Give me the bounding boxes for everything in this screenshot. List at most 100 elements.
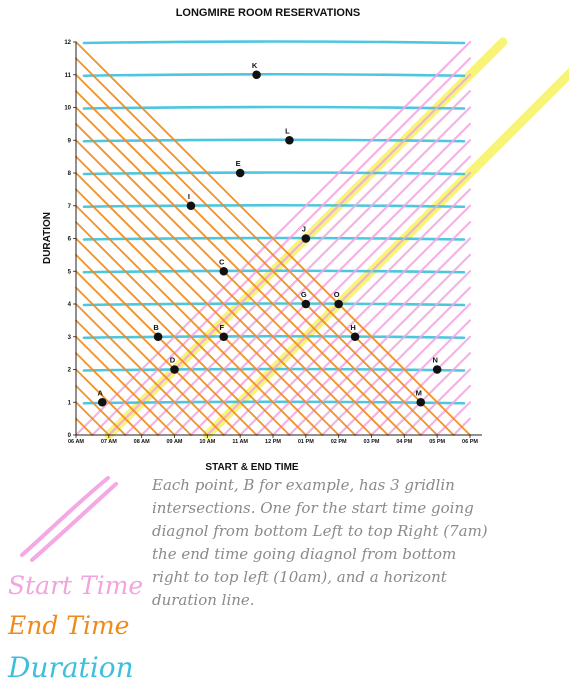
end-time-line — [75, 253, 258, 436]
point-k — [252, 70, 261, 80]
x-tick-label: 10 AM — [199, 439, 215, 445]
y-tick-label: 5 — [68, 269, 72, 275]
end-time-line — [75, 319, 192, 436]
end-time-line — [75, 352, 160, 436]
point-label: F — [219, 323, 224, 332]
end-time-line — [75, 417, 94, 436]
y-tick-label: 7 — [68, 204, 72, 210]
end-time-line — [75, 237, 274, 436]
duration-line — [82, 138, 466, 143]
point-label: O — [334, 290, 340, 299]
point-e — [235, 168, 245, 178]
point-label: I — [188, 192, 190, 201]
point-m — [416, 397, 426, 407]
annotation-line: Each point, B for example, has 3 gridlin — [152, 476, 455, 494]
point-l — [285, 135, 294, 145]
annotation-note: Each point, B for example, has 3 gridlin… — [152, 474, 564, 612]
end-time-lines — [75, 41, 471, 436]
x-tick-label: 04 PM — [396, 439, 412, 445]
y-tick-label: 0 — [68, 433, 72, 439]
legend-duration: Duration — [8, 651, 134, 684]
end-time-line — [75, 270, 242, 436]
legend-start-time: Start Time — [8, 571, 144, 600]
y-tick-label: 4 — [68, 302, 72, 308]
annotation-line: intersections. One for the start time go… — [152, 499, 474, 517]
point-i — [186, 201, 196, 211]
duration-line — [82, 40, 466, 45]
point-f — [219, 332, 229, 342]
point-j — [301, 234, 311, 243]
point-label: G — [301, 290, 307, 299]
annotation-line: right to top left (10am), and a horizont — [152, 568, 447, 586]
point-label: H — [350, 323, 355, 332]
point-g — [301, 299, 311, 309]
point-h — [350, 332, 360, 342]
end-time-line — [75, 155, 357, 436]
point-label: K — [252, 61, 258, 70]
end-time-line — [75, 303, 209, 436]
duration-line — [82, 72, 466, 78]
legend-end-time: End Time — [8, 611, 130, 640]
annotation-line: diagnol from bottom Left to top Right (7… — [152, 522, 488, 540]
end-time-line — [75, 368, 143, 436]
y-tick-label: 12 — [64, 40, 71, 46]
y-tick-label: 1 — [68, 400, 72, 406]
y-tick-label: 8 — [68, 171, 72, 177]
point-b — [153, 332, 163, 342]
point-label: D — [170, 356, 176, 365]
y-tick-label: 6 — [68, 237, 72, 243]
duration-line — [82, 105, 466, 110]
end-time-line — [75, 106, 406, 436]
point-label: B — [153, 323, 159, 332]
point-label: M — [416, 388, 422, 397]
axes — [73, 41, 482, 438]
end-time-line — [75, 41, 471, 436]
x-tick-label: 07 AM — [101, 439, 117, 445]
annotation-line: the end time going diagnol from bottom — [152, 545, 457, 563]
y-tick-label: 9 — [68, 138, 72, 144]
end-time-line — [75, 172, 340, 436]
x-tick-label: 09 AM — [167, 439, 183, 445]
x-tick-label: 06 AM — [68, 439, 84, 445]
y-axis-label: DURATION — [42, 212, 53, 264]
end-time-line — [75, 335, 176, 436]
annotation-line: duration line. — [152, 591, 255, 609]
x-axis-label: START & END TIME — [205, 462, 298, 473]
x-tick-label: 01 PM — [298, 439, 314, 445]
y-tick-label: 2 — [68, 368, 72, 374]
y-tick-label: 10 — [64, 106, 71, 112]
y-tick-label: 11 — [65, 73, 72, 79]
chart-title: LONGMIRE ROOM RESERVATIONS — [176, 7, 361, 19]
x-tick-label: 11 AM — [232, 439, 248, 445]
end-time-line — [75, 286, 225, 436]
point-d — [170, 365, 179, 374]
end-time-line — [75, 90, 422, 436]
end-time-line — [75, 401, 110, 436]
point-label: C — [219, 257, 225, 266]
end-time-line — [75, 122, 389, 436]
x-tick-label: 05 PM — [429, 439, 445, 445]
point-n — [432, 365, 442, 374]
x-tick-label: 12 PM — [265, 439, 281, 445]
x-tick-label: 03 PM — [364, 439, 380, 445]
point-label: E — [236, 159, 241, 168]
y-tick-label: 3 — [68, 335, 72, 341]
point-label: A — [98, 388, 104, 397]
point-c — [219, 266, 229, 276]
point-o — [334, 299, 343, 309]
duration-line — [82, 171, 466, 176]
end-time-line — [75, 139, 373, 436]
end-time-line — [75, 73, 439, 436]
end-time-line — [75, 204, 307, 436]
end-time-line — [75, 57, 455, 436]
point-label: L — [285, 126, 290, 135]
duration-line — [82, 203, 466, 209]
point-label: N — [432, 356, 437, 365]
x-tick-label: 08 AM — [134, 439, 150, 445]
end-time-line — [75, 188, 324, 436]
end-time-line — [75, 221, 291, 436]
x-tick-label: 06 PM — [462, 439, 478, 445]
